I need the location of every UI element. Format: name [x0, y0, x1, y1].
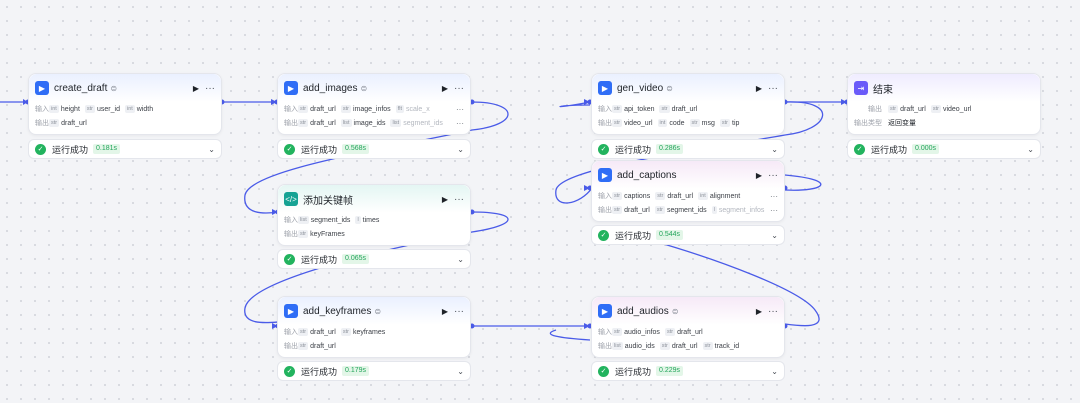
version-icon: ⊜: [374, 306, 382, 316]
end-icon: ⇥: [854, 81, 868, 95]
outputs-label: 输出: [35, 120, 49, 127]
chevron-down-icon[interactable]: ⌄: [771, 366, 778, 376]
more-params-icon[interactable]: ···: [456, 104, 464, 114]
success-check-icon: ✓: [284, 253, 295, 265]
more-params-icon[interactable]: ···: [770, 191, 778, 201]
plugin-icon: ▶: [598, 81, 612, 95]
chevron-down-icon[interactable]: ⌄: [1027, 144, 1034, 154]
more-menu-button[interactable]: ···: [454, 305, 464, 317]
version-icon: ⊜: [360, 83, 368, 93]
chevron-down-icon[interactable]: ⌄: [208, 144, 215, 154]
node-title: 结束: [873, 84, 893, 96]
plugin-icon: ▶: [598, 168, 612, 182]
more-menu-button[interactable]: ···: [768, 82, 778, 94]
chevron-down-icon[interactable]: ⌄: [457, 366, 464, 376]
success-check-icon: ✓: [284, 365, 295, 377]
run-node-button[interactable]: ▶: [755, 306, 762, 316]
more-params-icon[interactable]: ···: [770, 205, 778, 215]
version-icon: ⊜: [671, 306, 679, 316]
run-node-button[interactable]: ▶: [755, 83, 762, 93]
run-status-bar[interactable]: ✓ 运行成功 0.229s ⌄: [591, 361, 785, 381]
run-node-button[interactable]: ▶: [755, 170, 762, 180]
version-icon: ⊜: [666, 83, 673, 93]
node-title: 添加关键帧: [303, 195, 353, 207]
node-title: add_audios: [617, 305, 669, 317]
more-menu-button[interactable]: ···: [768, 305, 778, 317]
plugin-icon: ▶: [284, 81, 298, 95]
more-menu-button[interactable]: ···: [454, 82, 464, 94]
chevron-down-icon[interactable]: ⌄: [457, 144, 464, 154]
output-type-value: 返回变量: [888, 120, 916, 127]
run-time-badge: 0.181s: [93, 144, 121, 154]
plugin-icon: ▶: [284, 304, 298, 318]
run-node-button[interactable]: ▶: [441, 83, 448, 93]
run-status-bar[interactable]: ✓ 运行成功 0.000s ⌄: [847, 139, 1041, 159]
code-icon: </>: [284, 192, 298, 206]
chevron-down-icon[interactable]: ⌄: [771, 230, 778, 240]
run-status-bar[interactable]: ✓ 运行成功 0.065s ⌄: [277, 249, 471, 269]
run-status-bar[interactable]: ✓ 运行成功 0.286s ⌄: [591, 139, 785, 159]
success-check-icon: ✓: [598, 229, 609, 241]
run-node-button[interactable]: ▶: [441, 306, 448, 316]
run-status-bar[interactable]: ✓ 运行成功 0.181s ⌄: [28, 139, 222, 159]
success-check-icon: ✓: [598, 143, 609, 155]
success-check-icon: ✓: [35, 143, 46, 155]
node-title: create_draft: [54, 82, 108, 94]
node-title: add_images: [303, 82, 358, 94]
more-menu-button[interactable]: ···: [768, 169, 778, 181]
run-status-bar[interactable]: ✓ 运行成功 0.568s ⌄: [277, 139, 471, 159]
node-title: add_captions: [617, 169, 677, 181]
run-node-button[interactable]: ▶: [441, 194, 448, 204]
more-menu-button[interactable]: ···: [205, 82, 215, 94]
run-status-bar[interactable]: ✓ 运行成功 0.544s ⌄: [591, 225, 785, 245]
success-check-icon: ✓: [284, 143, 295, 155]
version-icon: ⊜: [110, 83, 118, 93]
run-node-button[interactable]: ▶: [192, 83, 199, 93]
chevron-down-icon[interactable]: ⌄: [771, 144, 778, 154]
chevron-down-icon[interactable]: ⌄: [457, 254, 464, 264]
inputs-label: 输入: [35, 106, 49, 113]
run-status-bar[interactable]: ✓ 运行成功 0.179s ⌄: [277, 361, 471, 381]
success-check-icon: ✓: [854, 143, 865, 155]
plugin-icon: ▶: [598, 304, 612, 318]
plugin-icon: ▶: [35, 81, 49, 95]
more-params-icon[interactable]: ···: [456, 118, 464, 128]
node-title: add_keyframes: [303, 305, 372, 317]
node-title: gen_video: [617, 82, 664, 94]
more-menu-button[interactable]: ···: [454, 193, 464, 205]
success-check-icon: ✓: [598, 365, 609, 377]
